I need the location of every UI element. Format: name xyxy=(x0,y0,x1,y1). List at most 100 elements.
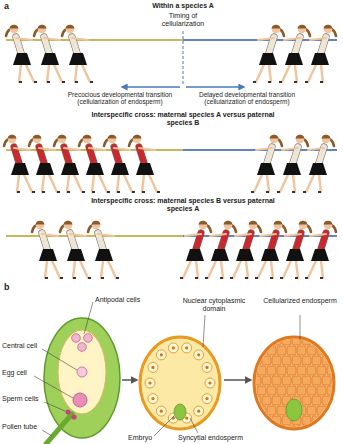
arm xyxy=(89,148,105,150)
arm xyxy=(282,148,298,150)
puller-figure xyxy=(6,25,37,82)
puller-figure xyxy=(279,25,310,82)
shoes xyxy=(279,81,297,83)
arm xyxy=(114,148,130,150)
endosperm-cell xyxy=(312,396,321,405)
endosperm-cell xyxy=(322,376,331,385)
shoes xyxy=(101,277,119,279)
ovule xyxy=(44,318,120,438)
endosperm-cell xyxy=(262,336,271,345)
shoes xyxy=(75,81,93,83)
arm xyxy=(308,148,324,150)
syncytial-seed xyxy=(140,337,220,429)
endosperm-cell xyxy=(287,366,296,375)
hair xyxy=(8,135,17,139)
endosperm-cell xyxy=(317,406,326,415)
nuclear-cytoplasmic-domain xyxy=(205,378,215,388)
arm xyxy=(42,234,58,236)
endosperm-cell xyxy=(332,416,341,425)
endosperm-cell xyxy=(312,376,321,385)
endosperm-cell xyxy=(292,336,301,345)
panel-letter: b xyxy=(4,282,16,292)
endosperm-cell xyxy=(267,406,276,415)
team-group xyxy=(4,135,334,192)
endosperm-cell xyxy=(307,406,316,415)
part-name: Sperm cells xyxy=(2,395,46,403)
endosperm-cell xyxy=(322,336,331,345)
puller-figure xyxy=(205,221,236,278)
endosperm-cell xyxy=(267,366,276,375)
endosperm-cell xyxy=(302,356,311,365)
hair xyxy=(249,221,258,225)
transition-label: Precocious developmental transition (cel… xyxy=(60,91,180,106)
part-name: Nuclear cytoplasmic domain xyxy=(175,297,253,313)
endosperm-cell xyxy=(297,346,306,355)
sperm-cell xyxy=(65,409,70,414)
endosperm-cell xyxy=(272,336,281,345)
hair xyxy=(33,135,42,139)
part-name: Pollen tube xyxy=(2,423,46,431)
endosperm-cells xyxy=(252,336,343,435)
puller-figure xyxy=(280,221,311,278)
skirt xyxy=(257,163,275,175)
cellularized-seed xyxy=(254,337,334,429)
shoes xyxy=(142,191,160,193)
endosperm-cell xyxy=(257,366,266,375)
head xyxy=(324,221,333,230)
arm xyxy=(44,38,60,40)
nucleus xyxy=(197,353,200,356)
shoes xyxy=(92,191,110,193)
puller-figure xyxy=(34,25,65,82)
part-name: Antipodal cells xyxy=(95,296,165,304)
team-group xyxy=(6,25,336,82)
arm xyxy=(210,234,226,236)
hair xyxy=(38,25,47,29)
rope-paternal xyxy=(183,235,337,237)
nuclear-cytoplasmic-domain xyxy=(194,406,204,416)
puller-figure xyxy=(129,135,160,192)
endosperm-cell xyxy=(277,406,286,415)
puller-figure xyxy=(253,25,284,82)
nuclear-cytoplasmic-domain xyxy=(145,378,155,388)
endosperm-cell xyxy=(262,376,271,385)
shoes xyxy=(45,277,63,279)
embryo xyxy=(174,404,186,420)
endosperm-cell xyxy=(277,366,286,375)
endosperm-cell xyxy=(327,346,336,355)
endosperm-cell xyxy=(257,386,266,395)
skirt xyxy=(41,53,59,65)
stage-arrow xyxy=(224,379,251,381)
shoes xyxy=(305,81,323,83)
arm xyxy=(310,234,326,236)
part-name: Cellularized endosperm xyxy=(262,297,338,305)
nuclear-cytoplasmic-domain xyxy=(182,343,192,353)
hair xyxy=(274,221,283,225)
endosperm-cell xyxy=(302,376,311,385)
endosperm-cell xyxy=(267,426,276,435)
central-cell-nucleus xyxy=(77,367,87,377)
endosperm-cell xyxy=(272,376,281,385)
skirt xyxy=(261,249,279,261)
endosperm-cell xyxy=(332,356,341,365)
leader-line xyxy=(44,402,65,411)
leader-line xyxy=(84,302,93,334)
transition-label: Delayed developmental transition (cellul… xyxy=(187,91,307,106)
arm xyxy=(72,38,88,40)
arm xyxy=(98,234,114,236)
shoes xyxy=(305,277,323,279)
rope-maternal xyxy=(6,235,183,237)
skirt xyxy=(211,249,229,261)
endosperm-cell xyxy=(252,356,261,365)
puller-figure xyxy=(251,135,282,192)
head xyxy=(64,221,73,230)
panel-heading: Interspecific cross: maternal species B … xyxy=(78,197,288,213)
nucleus xyxy=(185,416,188,419)
skirt xyxy=(86,163,104,175)
hair xyxy=(10,25,19,29)
endosperm-cell xyxy=(262,356,271,365)
arm xyxy=(284,38,300,40)
skirt xyxy=(285,53,303,65)
shoes xyxy=(230,277,248,279)
endosperm-cell xyxy=(292,376,301,385)
nuclear-cytoplasmic-domain xyxy=(168,343,178,353)
